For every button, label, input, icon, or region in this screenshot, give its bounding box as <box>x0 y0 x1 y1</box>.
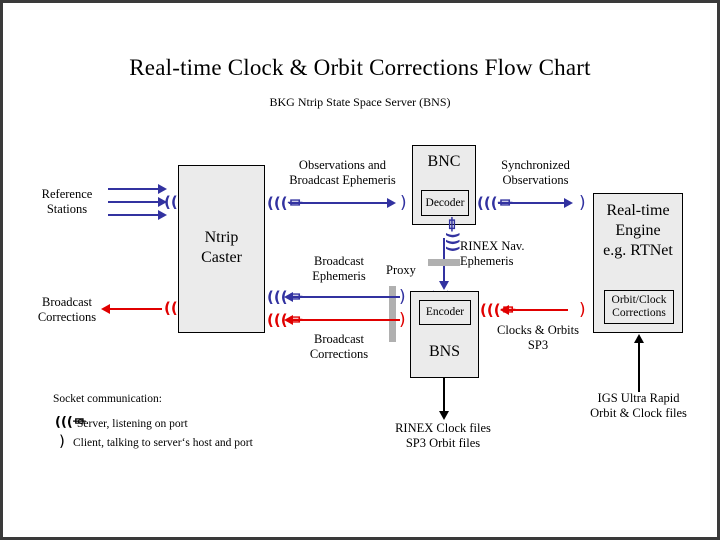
server-antenna-icon-bnc-south: (((⏛ <box>443 216 462 253</box>
box-ntrip-caster-title: Ntrip Caster <box>201 229 242 266</box>
arrow-ref-station-2-head <box>158 197 167 207</box>
box-rt-engine-title: Real-time Engine e.g. RTNet <box>603 202 673 259</box>
label-proxy: Proxy <box>386 263 416 277</box>
client-bracket-icon-bnc-west: ) <box>400 193 407 213</box>
arrow-sync-observations-head <box>564 198 573 208</box>
label-synchronized-observations: Synchronized Observations <box>501 158 570 187</box>
legend-client-text: Client, talking to server‘s host and por… <box>73 437 253 449</box>
arrow-igs-ultra-rapid-line <box>638 342 640 392</box>
arrow-rinex-sp3-files-head <box>439 411 449 420</box>
server-antenna-icon-caster-east-obs: (((⏛ <box>267 194 303 212</box>
box-bnc[interactable]: BNC Decoder <box>412 145 476 225</box>
server-antenna-icon-bnc-east: (((⏛ <box>477 194 513 212</box>
legend-server-text: Server, listening on port <box>77 418 188 430</box>
label-clocks-orbits-sp3: Clocks & Orbits SP3 <box>497 323 579 352</box>
box-bns[interactable]: Encoder BNS <box>410 291 479 378</box>
arrow-rinex-sp3-files-line <box>443 378 445 413</box>
arrow-ref-station-3-head <box>158 210 167 220</box>
arrow-broadcast-corrections-center-line <box>290 319 400 321</box>
arrow-igs-ultra-rapid-head <box>634 334 644 343</box>
proxy-bar-horizontal <box>428 259 460 266</box>
box-ntrip-caster[interactable]: Ntrip Caster <box>178 165 265 333</box>
box-rt-engine-orbit-clock-corrections[interactable]: Orbit/Clock Corrections <box>604 290 674 324</box>
page-subtitle: BKG Ntrip State Space Server (BNS) <box>269 95 451 109</box>
box-bns-title: BNS <box>428 343 461 360</box>
arrow-observations-line <box>289 202 389 204</box>
arrow-broadcast-ephemeris-head <box>284 292 293 302</box>
label-reference-stations: Reference Stations <box>41 187 93 216</box>
arrow-broadcast-corrections-center-head <box>284 315 293 325</box>
arrow-sync-observations-line <box>498 202 566 204</box>
label-observations-broadcast-ephemeris: Observations and Broadcast Ephemeris <box>289 158 396 187</box>
client-bracket-icon-bns-west-eph: ) <box>399 287 406 307</box>
arrow-ref-station-1-line <box>108 188 160 190</box>
arrow-ref-station-1-head <box>158 184 167 194</box>
arrow-broadcast-corrections-out-head <box>101 304 110 314</box>
arrow-rinex-nav-head <box>439 281 449 290</box>
page-title: Real-time Clock & Orbit Corrections Flow… <box>129 55 591 80</box>
label-broadcast-ephemeris: Broadcast Ephemeris <box>312 254 366 283</box>
arrow-ref-station-3-line <box>108 214 160 216</box>
label-igs-ultra-rapid: IGS Ultra Rapid Orbit & Clock files <box>590 391 687 420</box>
arrow-observations-head <box>387 198 396 208</box>
arrow-broadcast-corrections-out-line <box>110 308 162 310</box>
legend-heading: Socket communication: <box>53 393 162 405</box>
client-bracket-icon-legend: ) <box>59 432 65 450</box>
box-bnc-title: BNC <box>427 153 461 170</box>
arrow-ref-station-2-line <box>108 201 160 203</box>
label-broadcast-corrections-left: Broadcast Corrections <box>37 295 97 324</box>
label-broadcast-corrections-center: Broadcast Corrections <box>309 332 369 361</box>
label-rinex-nav-ephemeris: RINEX Nav. Ephemeris <box>460 239 525 268</box>
client-bracket-icon-rtengine-west-corr: ) <box>579 300 586 320</box>
arrow-broadcast-ephemeris-line <box>290 296 400 298</box>
box-bns-encoder[interactable]: Encoder <box>419 300 471 325</box>
client-bracket-icon-bns-west-corr: ) <box>399 310 406 330</box>
client-bracket-icon-rtengine-west-obs: ) <box>579 193 586 213</box>
arrow-clocks-orbits-line <box>506 309 568 311</box>
label-rinex-clock-sp3-files: RINEX Clock files SP3 Orbit files <box>395 421 491 450</box>
arrow-clocks-orbits-head <box>500 305 509 315</box>
box-rt-engine[interactable]: Real-time Engine e.g. RTNet Orbit/Clock … <box>593 193 683 333</box>
box-bnc-decoder[interactable]: Decoder <box>421 190 469 216</box>
server-antenna-icon-legend: (((⏛ <box>55 415 86 430</box>
proxy-bar-vertical <box>389 286 396 342</box>
